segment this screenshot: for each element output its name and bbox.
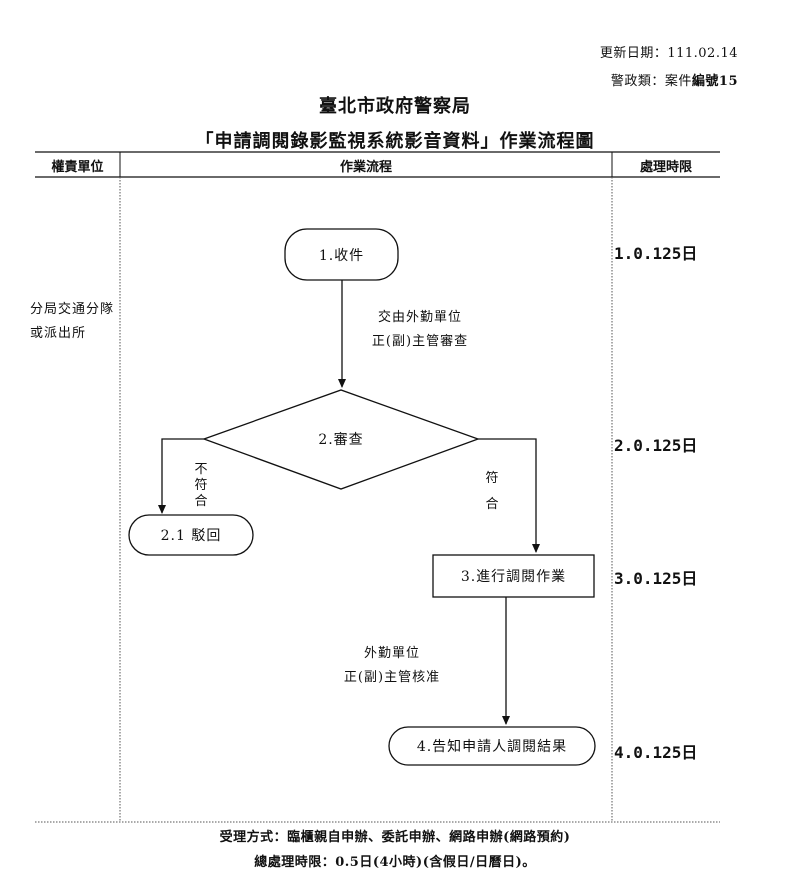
node-receive-label: 1.收件 [318,247,365,264]
node-notify-shape [388,726,596,766]
time-limit-step3: 3.0.125日 [614,569,698,588]
responsible-unit: 分局交通分隊或派出所 [30,302,115,341]
edge-label-to-review-line2: 正(副)主管審查 [371,334,469,349]
edge-label-match: 符合 [485,471,499,512]
edge-label-to-notify: 外勤單位 正(副)主管核准 [322,642,462,690]
page-title: 臺北市政府警察局 [319,96,471,117]
node-process-shape [432,554,595,598]
edge-label-not-match: 不符合 [194,462,208,509]
edge-label-to-notify-line1: 外勤單位 [363,646,420,661]
edge-review-process [478,438,540,553]
category-prefix: 警政類：案件 [610,74,692,89]
footer-method: 受理方式：臨櫃親自申辦、委託申辦、網路申辦(網路預約) [219,830,571,845]
node-reject-label: 2.1 駁回 [160,528,222,544]
category-label: 警政類：案件編號15 [611,70,738,89]
time-limit-step1: 1.0.125日 [614,244,698,263]
column-header-process: 作業流程 [339,160,392,175]
node-reject-shape [128,514,254,556]
category-number: 編號15 [691,74,738,89]
edge-label-to-notify-line2: 正(副)主管核准 [343,670,441,685]
column-header-unit: 權責單位 [51,160,104,175]
time-limit-step4: 4.0.125日 [614,743,698,762]
edge-label-to-review-line1: 交由外勤單位 [377,310,462,325]
update-date: 更新日期：111.02.14 [599,46,738,61]
node-notify-label: 4.告知申請人調閱結果 [416,739,568,755]
node-review-label: 2.審查 [318,432,364,448]
node-process-label: 3.進行調閱作業 [460,569,567,585]
column-header-time: 處理時限 [639,160,692,175]
page-subtitle: 「申請調閱錄影監視系統影音資料」作業流程圖 [195,131,595,152]
edge-label-to-review: 交由外勤單位 正(副)主管審查 [350,306,490,354]
time-limit-step2: 2.0.125日 [614,436,698,455]
footer-total-time: 總處理時限：0.5日(4小時)(含假日/日曆日)。 [254,855,536,870]
edge-review-reject [158,438,204,514]
